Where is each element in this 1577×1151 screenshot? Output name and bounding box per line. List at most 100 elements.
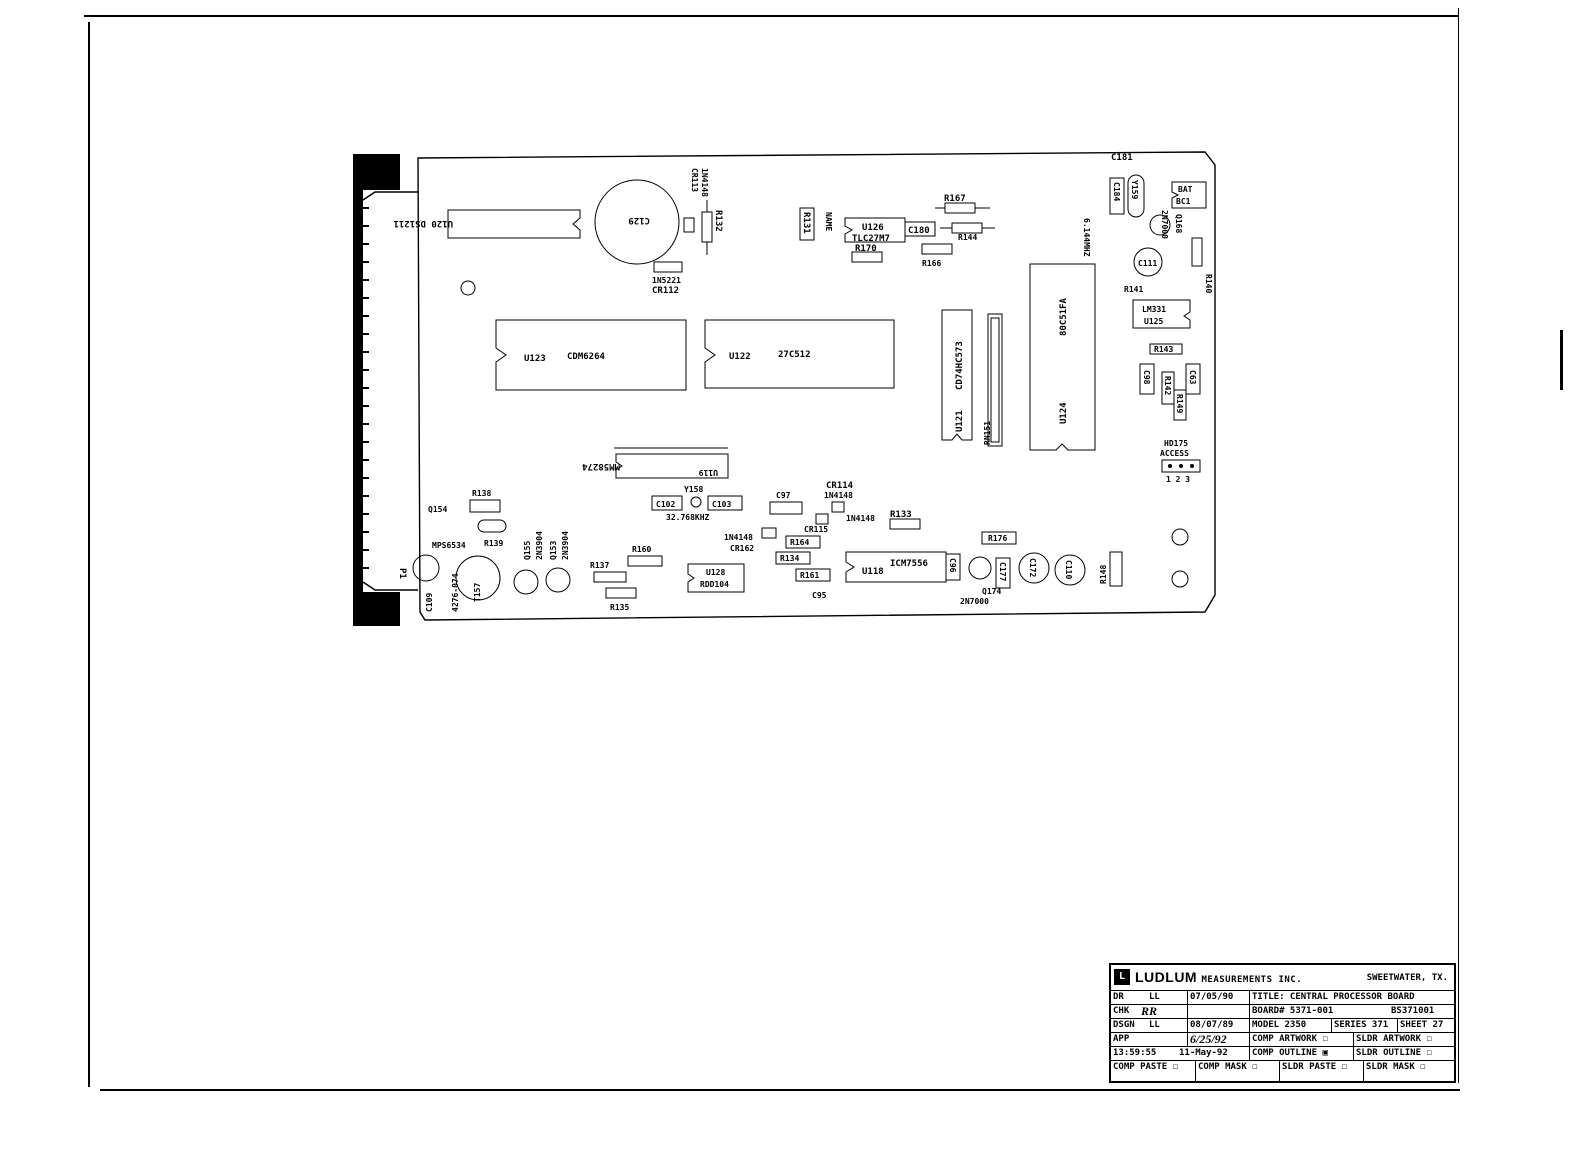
u124-outline [1029, 263, 1096, 451]
u128-outline [687, 563, 745, 593]
r139-label: R139 [484, 539, 503, 548]
q168-label: Q168 [1174, 214, 1183, 233]
dr-label: DR [1113, 992, 1124, 1002]
connector-pins [363, 207, 369, 569]
board-outline [417, 151, 1216, 621]
sheet-border-bottom [100, 1089, 1460, 1091]
r170-outline [851, 251, 883, 263]
company-suffix: MEASUREMENTS INC. [1201, 975, 1303, 985]
sheet-number: SHEET 27 [1397, 1019, 1454, 1033]
u123-part: CDM6264 [567, 352, 606, 362]
u121-part: CD74HC573 [955, 341, 965, 390]
u128-label: U128 [706, 568, 725, 577]
q154-part: MPS6534 [432, 541, 466, 550]
c102-outline [651, 495, 683, 511]
edge-mark [1560, 330, 1563, 390]
c180-label: C180 [908, 226, 930, 236]
cr113-part: 1N4148 [700, 168, 709, 197]
test-point-2 [1171, 570, 1189, 588]
dr-date: 07/05/90 [1187, 991, 1249, 1005]
u126-label: U126 [862, 223, 884, 233]
u126-part: TLC27M7 [852, 234, 890, 244]
r170-label: R170 [855, 244, 877, 254]
u121-outline [941, 309, 973, 441]
dsgn-date: 08/07/89 [1187, 1019, 1249, 1033]
c172-label: C172 [1028, 558, 1037, 577]
u122-label: U122 [729, 352, 751, 362]
c180-outline [904, 221, 936, 237]
r137-outline [593, 571, 627, 583]
c110-label: C110 [1064, 560, 1073, 579]
test-point-1 [1171, 528, 1189, 546]
r141-label: R141 [1124, 285, 1143, 294]
y158-freq: 32.768KHZ [666, 513, 710, 522]
u120-outline [447, 209, 581, 239]
u125-outline [1132, 299, 1191, 329]
company-location: SWEETWATER, TX. [1366, 973, 1448, 983]
sheet-border-left [88, 22, 90, 1087]
bc1-label: BC1 [1176, 197, 1191, 206]
y159-outline [1127, 174, 1145, 218]
r164-label: R164 [790, 538, 809, 547]
sldr-artwork: SLDR ARTWORK ☐ [1353, 1033, 1454, 1047]
q155-outline [513, 569, 539, 595]
c97-label: C97 [776, 491, 791, 500]
u123-outline [495, 319, 687, 391]
bat-label: BAT [1178, 185, 1193, 194]
cr162-outline [761, 527, 777, 539]
r148-label: R148 [1099, 565, 1108, 584]
company-logo: L [1114, 969, 1130, 985]
connector-spine [353, 190, 363, 592]
cr114-part: 1N4148 [824, 491, 853, 500]
c98-outline [1139, 363, 1155, 395]
cr113-label: CR113 [690, 168, 699, 192]
t157-label: T157 [473, 583, 482, 602]
r138-outline [469, 499, 501, 513]
r133-outline [889, 518, 921, 530]
c102-label: C102 [656, 500, 675, 509]
p1-label: P1 [397, 568, 407, 579]
q153-part: 2N3904 [561, 531, 570, 560]
r160-label: R160 [632, 545, 651, 554]
title-row-time: 13:59:55 11-May-92 COMP OUTLINE ▣ SLDR O… [1111, 1046, 1454, 1061]
q174-label: Q174 [982, 587, 1001, 596]
cr112-part: 1N5221 [652, 276, 681, 285]
cr162-part: 1N4148 [724, 533, 753, 542]
r167-label: R167 [944, 194, 966, 204]
q155-label: Q155 [523, 541, 532, 560]
title-row-masks: COMP PASTE ☐ COMP MASK ☐ SLDR PASTE ☐ SL… [1111, 1060, 1454, 1082]
r176-outline [981, 531, 1017, 545]
app-signature [1147, 1033, 1187, 1047]
r161-label: R161 [800, 571, 819, 580]
r135-outline [605, 587, 637, 599]
cr114-outline [831, 501, 845, 513]
comp-paste: COMP PASTE ☐ [1113, 1062, 1179, 1072]
c98-label: C98 [1142, 370, 1151, 385]
plot-time: 13:59:55 [1113, 1048, 1157, 1058]
bc1-outline [1171, 181, 1207, 209]
title-row-chk: CHK RR BOARD# 5371-001 BS371001 [1111, 1004, 1454, 1019]
r166-label: R166 [922, 259, 941, 268]
sheet-border-right [1458, 8, 1459, 1083]
u125-label: U125 [1144, 317, 1163, 326]
comp-mask: COMP MASK ☐ [1195, 1061, 1279, 1082]
name-label: NAME [824, 212, 833, 231]
crystal-freq: 6.144MHZ [1082, 218, 1091, 257]
comp-outline: COMP OUTLINE ▣ [1249, 1047, 1353, 1061]
rn151-outline [987, 313, 1003, 447]
r140-label: R140 [1204, 274, 1213, 293]
u119-part: MM58274 [581, 461, 620, 471]
app-label: APP [1113, 1034, 1130, 1044]
rn151-label: RN151 [983, 421, 992, 445]
r132-label: R132 [713, 210, 723, 232]
u122-outline [704, 319, 895, 389]
sheet-border-top [84, 15, 1459, 17]
r132-outline [701, 211, 713, 243]
r160-outline [627, 555, 663, 567]
r144-label: R144 [958, 233, 977, 242]
connector-outline [362, 191, 418, 591]
cr115-outline [815, 513, 829, 525]
c177-label: C177 [998, 562, 1007, 581]
c97-outline [769, 501, 803, 515]
title-row-dsgn: DSGN LL 08/07/89 MODEL 2350 SERIES 371 S… [1111, 1018, 1454, 1033]
